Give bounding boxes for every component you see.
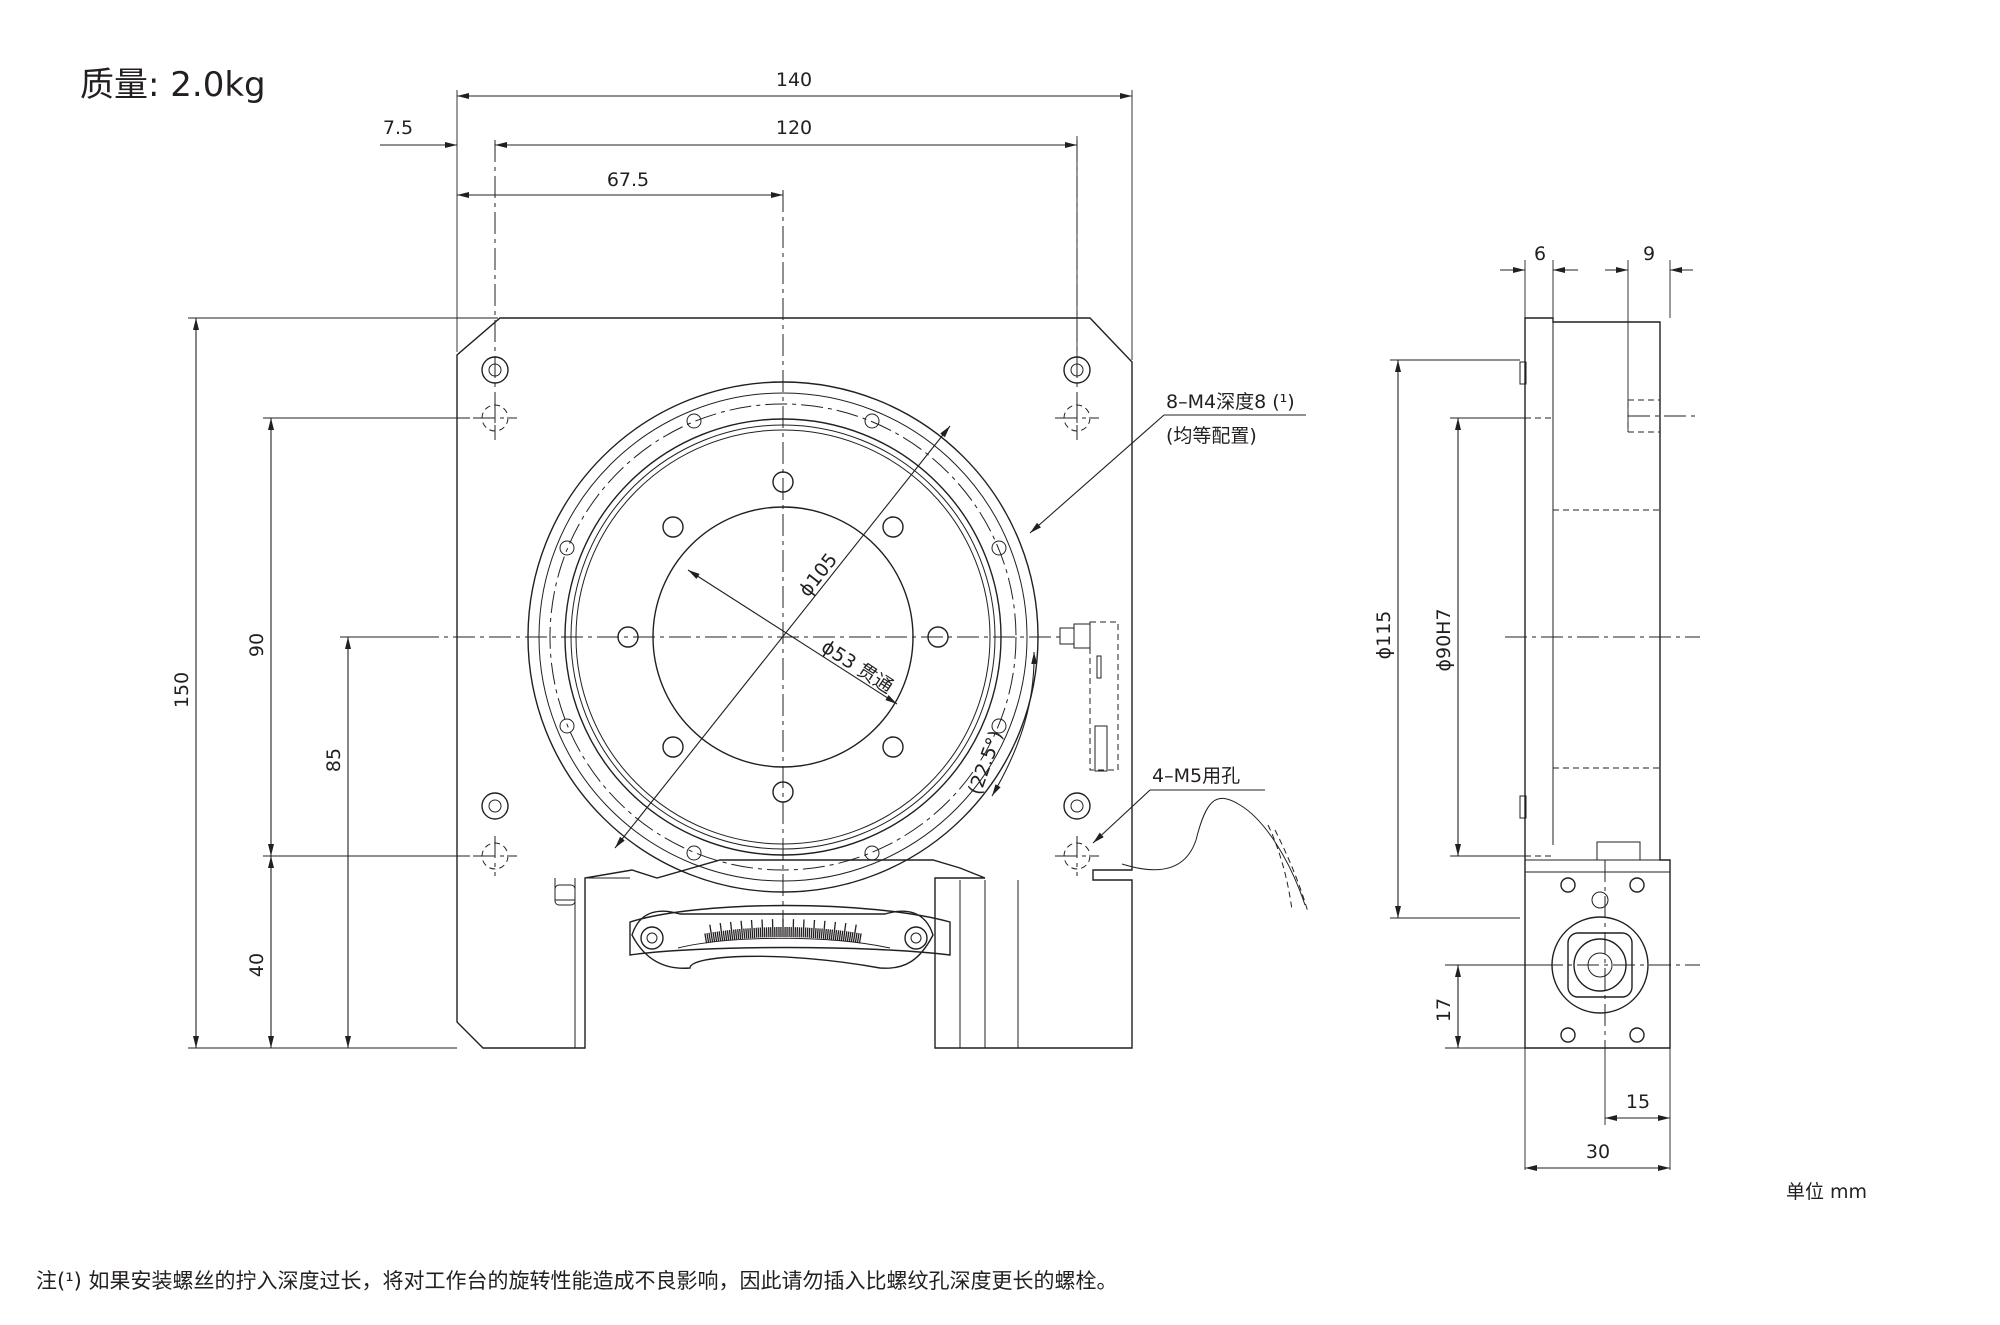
scale-tick bbox=[852, 924, 857, 943]
scale-tick bbox=[824, 928, 827, 939]
dim-85: 85 bbox=[323, 748, 345, 772]
scale-tick bbox=[739, 928, 742, 939]
scale-tick bbox=[820, 928, 823, 939]
scale-tick bbox=[737, 929, 740, 940]
scale-tick bbox=[846, 931, 850, 942]
base-plate-outline bbox=[456, 317, 1133, 1049]
scale-tick bbox=[850, 932, 854, 943]
scale-tick bbox=[826, 929, 829, 940]
scale-tick bbox=[816, 928, 819, 939]
scale-tick bbox=[830, 929, 834, 940]
dim-120: 120 bbox=[776, 117, 812, 139]
angle-scale bbox=[629, 904, 951, 969]
dim-9: 9 bbox=[1643, 243, 1655, 265]
scale-tick bbox=[808, 927, 811, 938]
mass-label: 质量: 2.0kg bbox=[80, 65, 266, 105]
callout-m4-line1: 8–M4深度8 (¹) bbox=[1166, 391, 1295, 413]
cable bbox=[1121, 797, 1309, 913]
scale-tick bbox=[734, 929, 738, 940]
dim-angle: (22.5°) bbox=[964, 728, 1007, 798]
scale-tick bbox=[848, 931, 852, 942]
scale-tick bbox=[747, 928, 750, 939]
scale-tick bbox=[822, 920, 826, 939]
dim-6: 6 bbox=[1534, 243, 1546, 265]
scale-tick bbox=[828, 929, 832, 940]
scale-tick bbox=[704, 933, 708, 944]
scale-tick bbox=[858, 933, 862, 944]
scale-tick bbox=[832, 921, 837, 940]
scale-tick bbox=[759, 927, 762, 938]
scale-tick bbox=[834, 929, 838, 941]
scale-tick bbox=[812, 919, 816, 939]
scale-tick bbox=[757, 927, 760, 938]
dim-67-5: 67.5 bbox=[607, 169, 649, 191]
scale-tick bbox=[854, 932, 858, 943]
scale-tick bbox=[836, 930, 840, 941]
side-view bbox=[1390, 260, 1700, 1171]
scale-tick bbox=[755, 927, 758, 938]
scale-tick bbox=[810, 927, 813, 938]
dim-30: 30 bbox=[1586, 1141, 1610, 1163]
front-view bbox=[188, 90, 1309, 1049]
scale-tick bbox=[806, 927, 809, 938]
dim-90: 90 bbox=[246, 633, 268, 657]
dim-phi115: ϕ115 bbox=[1373, 611, 1395, 660]
scale-tick bbox=[844, 931, 848, 942]
footnote: 注(¹) 如果安装螺丝的拧入深度过长，将对工作台的旋转性能造成不良影响，因此请勿… bbox=[36, 1269, 1117, 1293]
dim-17: 17 bbox=[1433, 998, 1455, 1022]
scale-tick bbox=[732, 929, 736, 940]
scale-tick bbox=[745, 928, 748, 939]
scale-tick bbox=[856, 933, 860, 944]
callout-m5: 4–M5用孔 bbox=[1152, 765, 1240, 787]
scale-tick bbox=[714, 931, 718, 942]
scale-tick bbox=[719, 923, 724, 942]
scale-tick bbox=[729, 921, 734, 940]
dim-phi105: ϕ105 bbox=[795, 549, 842, 601]
scale-tick bbox=[716, 931, 720, 942]
scale-tick bbox=[804, 927, 807, 938]
scale-tick bbox=[728, 929, 732, 941]
scale-tick bbox=[761, 919, 764, 938]
scale-tick bbox=[842, 923, 847, 942]
dim-40: 40 bbox=[246, 953, 268, 977]
scale-tick bbox=[726, 930, 730, 941]
scale-tick bbox=[749, 928, 752, 939]
scale-tick bbox=[724, 930, 728, 941]
dim-15: 15 bbox=[1626, 1091, 1650, 1113]
dim-7-5: 7.5 bbox=[383, 117, 413, 139]
scale-tick bbox=[706, 933, 710, 944]
scale-tick bbox=[802, 919, 805, 938]
scale-tick bbox=[743, 928, 746, 939]
units-label: 单位 mm bbox=[1786, 1181, 1867, 1203]
scale-tick bbox=[814, 928, 817, 939]
scale-tick bbox=[840, 930, 844, 941]
scale-tick bbox=[753, 927, 756, 938]
dim-150: 150 bbox=[171, 672, 193, 708]
scale-tick bbox=[818, 928, 821, 939]
scale-tick bbox=[708, 932, 712, 943]
dim-phi90h7: ϕ90H7 bbox=[1433, 608, 1455, 671]
callout-m4-line2: (均等配置) bbox=[1166, 425, 1257, 447]
scale-tick bbox=[712, 932, 716, 943]
scale-tick bbox=[709, 924, 714, 943]
scale-tick bbox=[740, 920, 744, 939]
scale-tick bbox=[838, 930, 842, 941]
dim-140: 140 bbox=[776, 69, 812, 91]
scale-tick bbox=[750, 919, 754, 939]
dim-phi53: ϕ53 贯通 bbox=[817, 636, 897, 698]
scale-tick bbox=[722, 930, 726, 941]
scale-tick bbox=[718, 931, 722, 942]
bolt-circle bbox=[549, 403, 1017, 871]
sensor bbox=[1059, 621, 1119, 772]
